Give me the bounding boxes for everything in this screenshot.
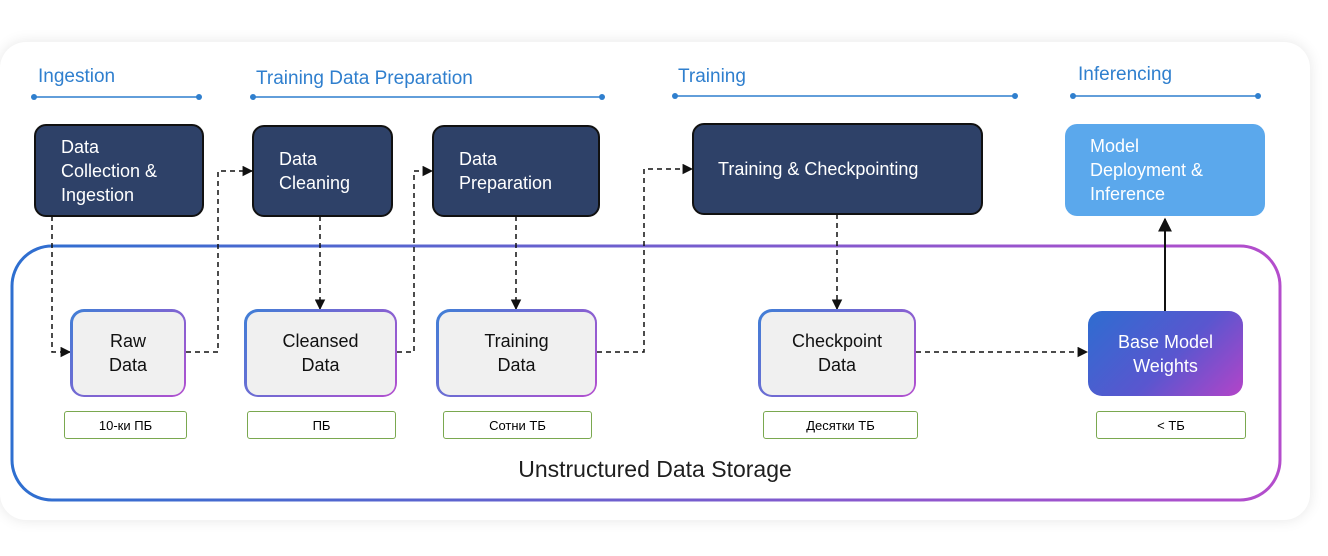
unstructured-data-storage-label: Unstructured Data Storage — [518, 456, 792, 482]
phase-ingestion: Ingestion — [38, 66, 116, 87]
data-preparation-box: Data Preparation — [432, 125, 600, 217]
base-model-weights-store: Base Model Weights — [1088, 311, 1243, 396]
cleansed-data-store: Cleansed Data — [244, 309, 397, 397]
cleansed-data-size-tag: ПБ — [247, 411, 396, 439]
checkpoint-data-store: Checkpoint Data — [758, 309, 916, 397]
training-checkpointing-label: Training & Checkpointing — [718, 159, 919, 179]
raw-data-size-tag: 10-ки ПБ — [64, 411, 187, 439]
data-preparation-label: Data Preparation — [459, 149, 553, 193]
data-collection-ingestion-box: Data Collection & Ingestion — [34, 124, 204, 217]
collection-to-raw-arrow — [51, 216, 72, 358]
phase-inferencing: Inferencing — [1078, 64, 1173, 85]
raw-to-cleaning-arrow — [186, 165, 254, 353]
model-deployment-inference-label: Model Deployment & Inference — [1090, 136, 1204, 204]
cleansed-data-label: Cleansed Data — [246, 311, 395, 395]
cleansed-to-preparation-arrow — [397, 165, 434, 353]
training-data-label: Training Data — [438, 311, 595, 395]
training-data-to-training-arrow — [597, 163, 694, 353]
unstructured-storage-container — [10, 244, 1282, 502]
phase-training: Training — [678, 66, 746, 87]
training-data-size-tag: Сотни ТБ — [443, 411, 592, 439]
training-checkpointing-box: Training & Checkpointing — [692, 123, 983, 215]
base-model-weights-size-tag: < ТБ — [1096, 411, 1246, 439]
data-cleaning-box: Data Cleaning — [252, 125, 393, 217]
model-deployment-inference-box: Model Deployment & Inference — [1065, 124, 1265, 216]
data-cleaning-label: Data Cleaning — [279, 149, 351, 193]
raw-data-label: Raw Data — [72, 311, 184, 395]
checkpoint-data-label: Checkpoint Data — [760, 311, 914, 395]
base-model-weights-label: Base Model Weights — [1117, 331, 1214, 376]
phase-training-data-preparation: Training Data Preparation — [256, 68, 473, 89]
checkpoint-data-size-tag: Десятки ТБ — [763, 411, 918, 439]
data-collection-ingestion-label: Data Collection & Ingestion — [61, 136, 158, 205]
training-data-store: Training Data — [436, 309, 597, 397]
raw-data-store: Raw Data — [70, 309, 186, 397]
